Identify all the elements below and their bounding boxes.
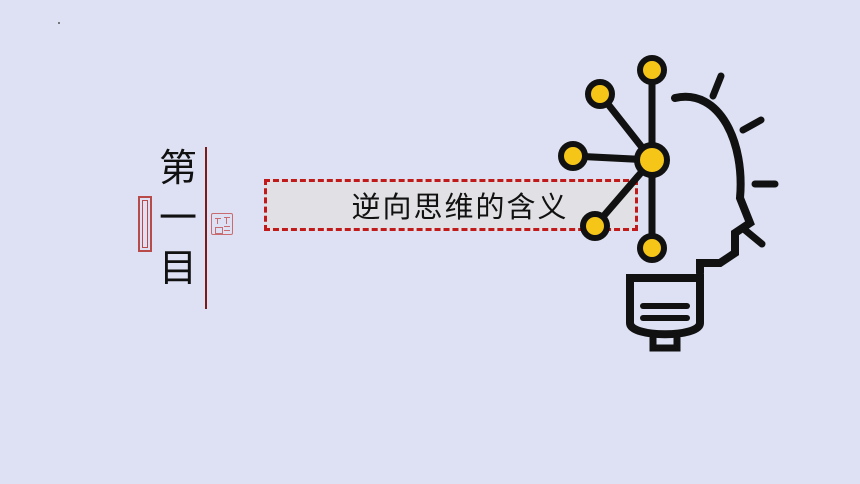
light-ray xyxy=(709,72,725,100)
light-ray xyxy=(741,226,766,248)
network-node xyxy=(637,55,667,85)
light-ray xyxy=(739,116,765,134)
network-node xyxy=(558,141,588,171)
corner-dot xyxy=(58,22,60,24)
vertical-divider xyxy=(205,147,207,309)
seal-stamp-icon xyxy=(211,213,233,235)
decorative-frame xyxy=(138,196,152,252)
head-outline xyxy=(671,92,755,277)
bulb-tip xyxy=(649,334,681,352)
network-node-center xyxy=(634,142,670,178)
section-title: 逆向思维的含义 xyxy=(351,190,569,224)
network-node xyxy=(637,233,667,263)
section-number: 第 一 目 xyxy=(150,143,206,293)
network-node xyxy=(585,79,615,109)
lightbulb-head-icon xyxy=(558,55,779,352)
section-title-box: 逆向思维的含义 xyxy=(264,179,638,231)
bulb-base xyxy=(626,274,704,339)
network-node xyxy=(580,211,610,241)
section-char-3: 目 xyxy=(158,246,197,290)
section-char-2: 一 xyxy=(158,196,197,240)
section-char-1: 第 xyxy=(158,146,197,190)
